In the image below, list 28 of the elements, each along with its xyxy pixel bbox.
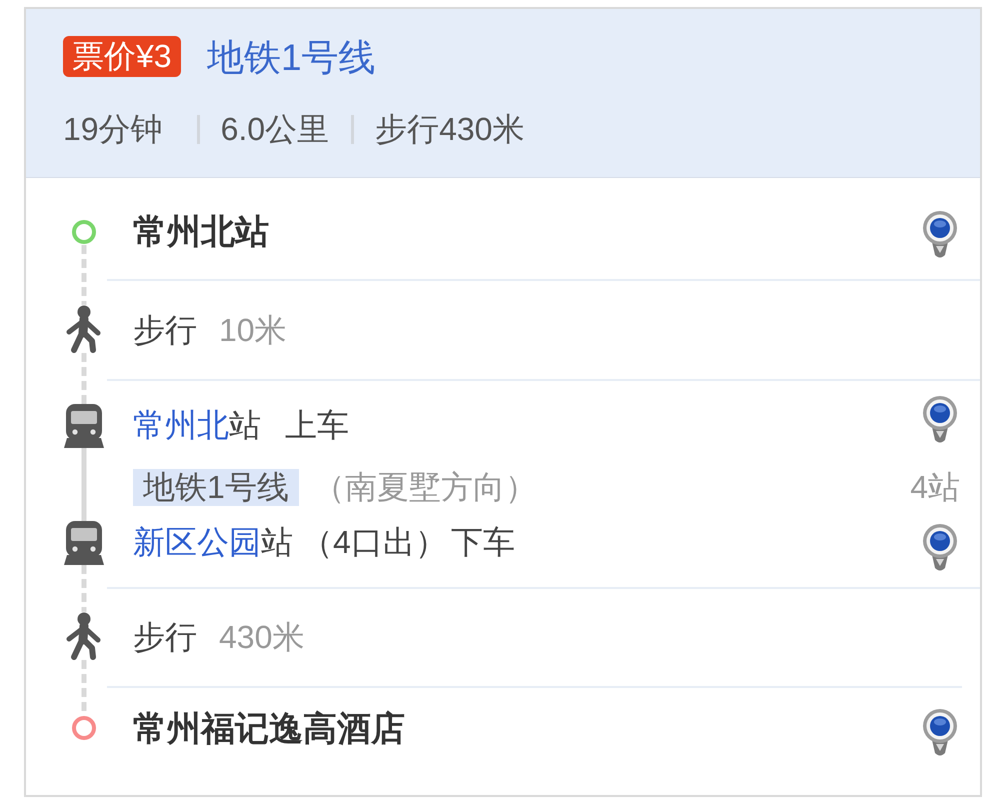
walk-distance: 430米	[219, 618, 304, 657]
boarding-label: 上车	[285, 406, 349, 445]
walk-label: 步行	[133, 311, 197, 350]
walk-distance: 10米	[219, 311, 287, 350]
station-name: 常州北站	[133, 212, 269, 253]
route-tag: 地铁1号线	[133, 468, 299, 506]
train-icon	[64, 521, 104, 565]
route-line	[82, 353, 86, 404]
stop-count: 4站	[910, 468, 960, 507]
station-suffix: 站	[229, 406, 261, 445]
end-marker-icon	[71, 715, 97, 741]
station-link: 新区公园	[133, 523, 261, 562]
station-link: 常州北	[133, 406, 229, 445]
route-distance: 6.0公里	[220, 110, 330, 149]
fare-badge: 票价¥3	[63, 36, 181, 77]
train-icon	[64, 404, 104, 448]
start-marker-icon	[71, 219, 97, 245]
travel-time: 19分钟	[63, 110, 163, 149]
station-suffix: 站	[261, 523, 293, 562]
walking-distance: 步行430米	[375, 110, 524, 149]
walk-label: 步行	[133, 618, 197, 657]
destination-name: 常州福记逸高酒店	[133, 708, 405, 750]
direction-text: （南夏墅方向）	[313, 468, 537, 507]
exit-info: （4口出）	[301, 523, 447, 562]
header-band	[26, 9, 980, 178]
alighting-label: 下车	[450, 523, 515, 562]
route-title: 地铁1号线	[207, 36, 376, 80]
route-line	[82, 245, 86, 305]
